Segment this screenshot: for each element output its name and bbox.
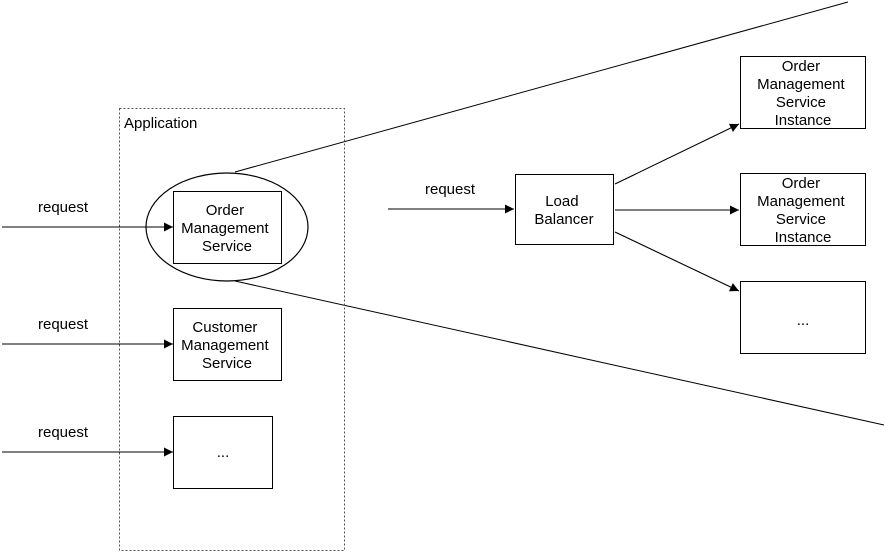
request-label-order: request bbox=[38, 199, 89, 216]
more-instances-node: ... bbox=[740, 281, 866, 354]
zoom-line-upper bbox=[234, 1, 849, 173]
load-balancer-label: Load Balancer bbox=[534, 193, 593, 228]
more-services-label: ... bbox=[217, 444, 230, 461]
order-service-label: Order Management Service bbox=[181, 202, 273, 255]
zoom-line-lower bbox=[234, 280, 885, 426]
balancer-arrow-more bbox=[614, 231, 740, 292]
request-label-balancer: request bbox=[425, 181, 476, 198]
order-service-instance-1-node: Order Management Service Instance bbox=[740, 56, 866, 129]
request-label-customer: request bbox=[38, 316, 89, 333]
customer-management-service-node: Customer Management Service bbox=[173, 308, 282, 381]
order-service-instance-2-node: Order Management Service Instance bbox=[740, 173, 866, 246]
more-instances-label: ... bbox=[797, 312, 810, 329]
application-boundary bbox=[119, 108, 345, 551]
request-label-more: request bbox=[38, 424, 89, 441]
order-management-service-node: Order Management Service bbox=[173, 191, 282, 264]
instance-2-label: Order Management Service Instance bbox=[757, 175, 849, 246]
load-balancer-node: Load Balancer bbox=[515, 174, 614, 245]
more-services-node: ... bbox=[173, 416, 273, 489]
application-label: Application bbox=[124, 115, 197, 132]
balancer-arrow-instance-1 bbox=[614, 123, 740, 185]
instance-1-label: Order Management Service Instance bbox=[757, 58, 849, 129]
customer-service-label: Customer Management Service bbox=[181, 319, 273, 372]
